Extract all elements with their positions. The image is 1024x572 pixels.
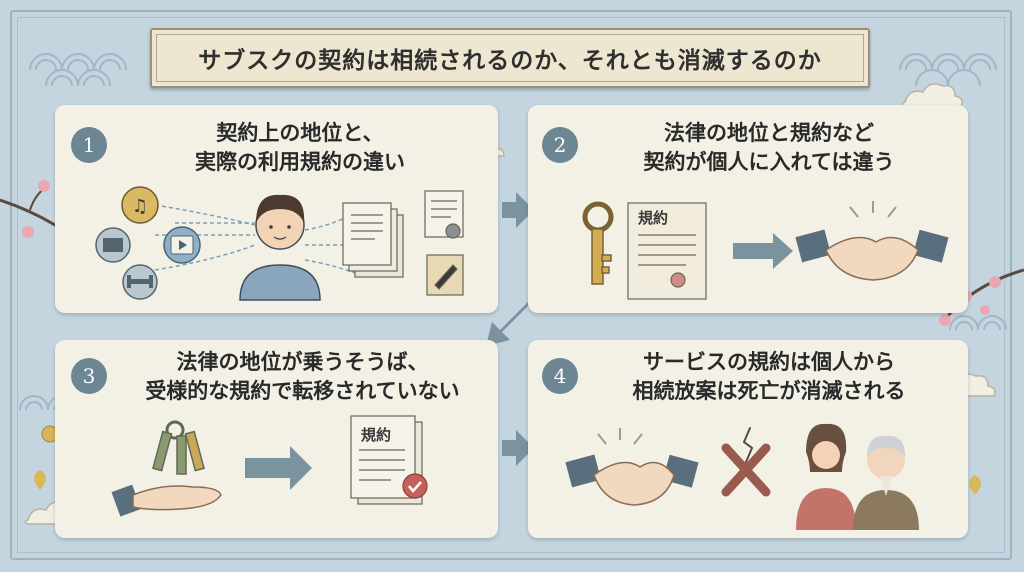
step-number-2: 2 xyxy=(542,127,578,163)
certificate-icon xyxy=(424,190,464,239)
panel-1-title-line-1: 契約上の地位と、 xyxy=(216,121,384,145)
keys-icon xyxy=(152,420,205,475)
arrow-icon xyxy=(245,446,312,490)
step-number-4: 4 xyxy=(542,358,578,394)
contract-icon xyxy=(627,202,707,300)
panel-3-illustration: 規約 xyxy=(111,415,428,517)
panel-4-title: サービスの規約は個人から 相続放案は死亡が消滅される xyxy=(584,348,954,406)
panel-2-title: 法律の地位と規約など 契約が個人に入れては違う xyxy=(584,119,954,177)
wave-pattern-icon xyxy=(949,315,1007,331)
panel-2: 2 法律の地位と規約など 契約が個人に入れては違う 規約 xyxy=(528,105,968,313)
panel-3-title-line-2: 受様的な規約で転移されていない xyxy=(145,379,460,403)
broken-x-icon xyxy=(721,427,771,497)
step-number-3: 3 xyxy=(71,358,107,394)
open-hand-icon xyxy=(111,484,222,517)
family-icon xyxy=(796,423,919,530)
wave-pattern-icon xyxy=(899,53,997,87)
panel-2-title-line-1: 法律の地位と規約など xyxy=(664,121,874,145)
title-banner: サブスクの契約は相続されるのか、それとも消滅するのか xyxy=(150,28,870,88)
approved-contract-label: 規約 xyxy=(361,426,391,444)
inner-frame xyxy=(17,17,1005,553)
approved-contract-icon xyxy=(350,415,428,505)
panel-3-title: 法律の地位が乗うそうば、 受様的な規約で転移されていない xyxy=(115,348,490,406)
step-number-1: 1 xyxy=(71,127,107,163)
key-icon xyxy=(582,201,614,285)
panel-4: 4 サービスの規約は個人から 相続放案は死亡が消滅される xyxy=(528,340,968,538)
wave-pattern-icon xyxy=(29,53,127,87)
arrow-2-to-3 xyxy=(486,302,530,346)
arrow-3-to-4 xyxy=(502,430,534,466)
panel-2-illustration: 規約 xyxy=(582,201,949,300)
panel-4-illustration xyxy=(565,423,919,530)
svg-text:♫: ♫ xyxy=(132,196,148,217)
play-icon xyxy=(163,226,201,264)
panel-1-title: 契約上の地位と、 実際の利用規約の違い xyxy=(115,119,485,177)
arrow-1-to-2 xyxy=(502,192,534,228)
music-icon: ♫ xyxy=(121,186,159,224)
cloud-icon xyxy=(901,83,963,107)
arrow-icon xyxy=(733,233,793,269)
contract-label: 規約 xyxy=(638,209,668,227)
panel-3: 3 法律の地位が乗うそうば、 受様的な規約で転移されていない 規約 xyxy=(55,340,498,538)
connector-arrows xyxy=(486,192,534,466)
person-icon xyxy=(239,194,321,301)
outer-frame xyxy=(10,10,1012,560)
video-icon xyxy=(95,227,131,263)
panel-1-title-line-2: 実際の利用規約の違い xyxy=(195,150,405,174)
panel-1-illustration: ♫ xyxy=(95,186,464,301)
panel-4-title-line-1: サービスの規約は個人から xyxy=(643,350,895,374)
signed-paper-icon xyxy=(426,254,464,296)
handshake-icon xyxy=(565,428,699,506)
panel-4-title-line-2: 相続放案は死亡が消滅される xyxy=(632,379,906,403)
documents-icon xyxy=(342,202,404,278)
panel-1: 1 契約上の地位と、 実際の利用規約の違い ♫ xyxy=(55,105,498,313)
page-title: サブスクの契約は相続されるのか、それとも消滅するのか xyxy=(198,48,822,74)
handshake-icon xyxy=(795,201,949,281)
panel-3-title-line-1: 法律の地位が乗うそうば、 xyxy=(176,350,429,374)
fitness-icon xyxy=(122,264,158,300)
panel-2-title-line-2: 契約が個人に入れては違う xyxy=(643,150,895,174)
